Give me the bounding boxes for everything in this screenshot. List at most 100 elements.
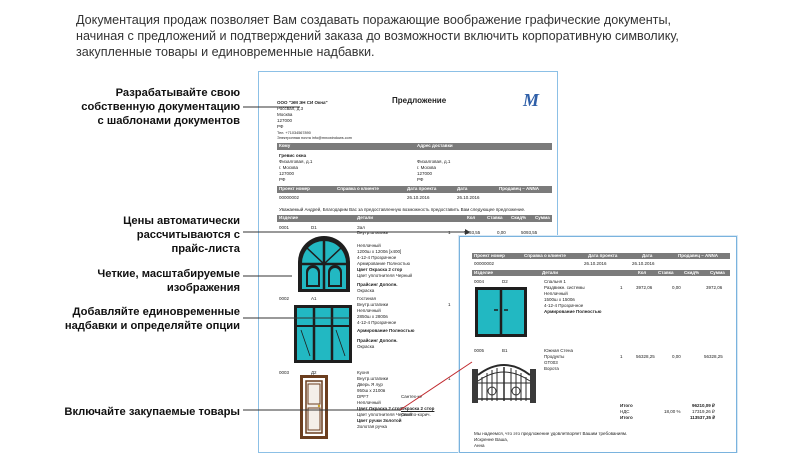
item-detail: Золотая ручка [357, 424, 388, 429]
item-code: 0004 [474, 279, 485, 284]
item-discount: 0,00 [672, 354, 681, 359]
items-header-band: Изделие Детали Кол Ставка Скид% Сумма [277, 215, 552, 222]
item-rate: 3972,06 [636, 285, 653, 290]
delivery-header: Адрес доставки [417, 143, 453, 148]
project-date: 26.10.2016 [584, 261, 607, 266]
footer-text: Искренне Ваша, [474, 437, 509, 442]
arched-window-image [298, 236, 350, 292]
date-value: 26.10.2016 [632, 261, 655, 266]
item-name: Зал [357, 225, 365, 230]
item-header: Изделие [474, 270, 493, 275]
item-detail: Цвет уплотнителя Черный [357, 273, 413, 278]
callout-line: прайс-листа [171, 243, 240, 255]
invoice-document-overlay: Проект номер Справка о клиенте Дата прое… [459, 236, 737, 453]
item-detail: Окраска [357, 344, 375, 349]
delivery-address-line: 127000 [417, 171, 433, 176]
item-detail: Продукты [544, 354, 565, 359]
item-sum: 56328,25 [704, 354, 723, 359]
item-detail: Спальня 1 [544, 279, 566, 284]
item-qty: 1 [448, 302, 451, 307]
project-header-band: Проект номер Справка о клиенте Дата прое… [277, 186, 552, 193]
item-header: Ставка [487, 215, 503, 220]
callout-purchased: Включайте закупаемые товары [64, 405, 240, 419]
item-detail: Армирование Полностью [357, 261, 410, 266]
subtotal-label: Итого [620, 403, 633, 408]
item-detail: Неплачный [544, 291, 568, 296]
client-address-line: РФ [279, 177, 286, 182]
project-header: Продавец – ANNA [499, 186, 540, 191]
greeting-text: Уважаемый Андрей, Благодарим Вас за пред… [279, 207, 526, 212]
item-qty: 1 [448, 376, 451, 381]
delivery-address-line: Физалговая, д.1 [417, 159, 451, 164]
wrought-iron-gate-image [472, 364, 536, 403]
item-rate: 5093,55 [464, 230, 481, 235]
callout-line: Добавляйте единовременные [72, 306, 241, 318]
address-header-band: Кому Адрес доставки [277, 143, 552, 150]
subtotal-value: 96210,09 ₽ [692, 403, 715, 408]
item-detail: Внутр.штапики [357, 376, 389, 381]
callout-line: Включайте закупаемые товары [64, 406, 240, 418]
item-detail: Цвет ручки Золотой [357, 418, 402, 423]
project-number: 00000002 [279, 195, 300, 200]
project-number: 00000002 [474, 261, 495, 266]
item-code: 0005 [474, 348, 485, 353]
callout-addons: Добавляйте единовременные надбавки и опр… [65, 305, 240, 333]
item-position: Д2 [311, 370, 317, 375]
callout-prices: Цены автоматически рассчитываются с прай… [123, 214, 240, 256]
company-address-line: РФ [277, 124, 284, 129]
project-header: Проект номер [474, 253, 505, 258]
callout-line: собственную документацию [81, 101, 240, 113]
item-header: Скид% [511, 215, 527, 220]
sliding-door-image [475, 287, 527, 337]
item-sum: 5093,55 [521, 230, 538, 235]
item-detail: Армирование Полностью [357, 328, 415, 333]
item-detail: 2850ш x 2800в [357, 314, 388, 319]
callout-line: Разрабатывайте свою [115, 87, 240, 99]
client-address-line: г. Москва [279, 165, 298, 170]
item-detail: Прайсинг Дополн. [357, 338, 398, 343]
item-detail: Армирование Полностью [544, 309, 602, 314]
project-header: Дата [457, 186, 468, 191]
item-detail: Внутр.штапики [357, 302, 389, 307]
project-header-band: Проект номер Справка о клиенте Дата прое… [472, 253, 730, 259]
item-detail: DPF7 [357, 394, 369, 399]
item-detail: 4-12-4 Прозрачное [357, 255, 397, 260]
project-header: Дата проекта [407, 186, 437, 191]
callout-line: с шаблонами документов [97, 115, 240, 127]
project-header: Справка о клиенте [524, 253, 566, 258]
delivery-address-line: РФ [417, 177, 424, 182]
footer-text: Мы надеемся, что это предложение удовлет… [474, 431, 628, 436]
item-header: Детали [542, 270, 559, 275]
company-address-line: 127000 [277, 118, 293, 123]
item-detail: Неплачный [357, 400, 381, 405]
item-position: D2 [502, 279, 508, 284]
company-address-line: Россвал, д.3 [277, 106, 304, 111]
vat-value: 17319,26 ₽ [692, 409, 715, 414]
extra-option: Окраска 2 стор [401, 406, 435, 411]
company-contact: Электронная почта info@mncwindows.com [277, 136, 352, 140]
item-discount: 0,00 [497, 230, 506, 235]
project-header: Дата [642, 253, 653, 258]
item-detail: Неплачный [357, 243, 381, 248]
project-header: Справка о клиенте [337, 186, 379, 191]
project-date: 26.10.2016 [407, 195, 430, 200]
callout-line: изображения [166, 282, 240, 294]
company-address-line: Москва [277, 112, 293, 117]
item-qty: 1 [620, 354, 623, 359]
callout-templates: Разрабатывайте свою собственную документ… [81, 86, 240, 128]
items-header-band: Изделие Детали Кол Ставка Скид% Сумма [472, 270, 730, 276]
item-detail: Ворота [544, 366, 559, 371]
item-detail: Цвет Окраска 2 стор [357, 267, 403, 272]
item-code: 0002 [279, 296, 290, 301]
item-header: Сумма [535, 215, 550, 220]
callout-line: рассчитываются с [136, 229, 240, 241]
total-value: 113537,35 ₽ [690, 415, 716, 420]
item-header: Детали [357, 215, 374, 220]
item-detail: 950ш x 2100в [357, 388, 386, 393]
total-label: Итого [620, 415, 633, 420]
item-header: Кол [467, 215, 476, 220]
item-detail: Цвет уплотнителя Черный [357, 412, 413, 417]
door-image [300, 375, 328, 439]
item-detail: Раздвижн. системы [544, 285, 585, 290]
vat-label: НДС [620, 409, 630, 414]
